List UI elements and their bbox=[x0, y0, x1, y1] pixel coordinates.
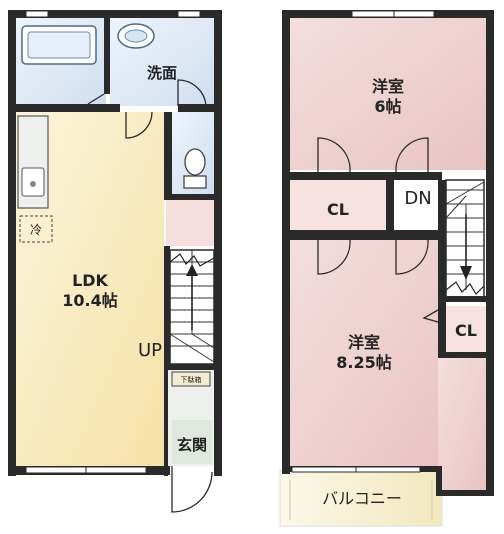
wall-closet2-left bbox=[438, 302, 446, 354]
western-room-2-floor-b bbox=[438, 358, 486, 492]
ldk-name-label: LDK bbox=[72, 271, 108, 290]
wall-closet1-right bbox=[386, 180, 394, 230]
stairs-up bbox=[169, 249, 215, 365]
closet-1-label: CL bbox=[327, 200, 349, 219]
western-room-2-name: 洋室 bbox=[348, 333, 380, 352]
wall-right bbox=[214, 10, 222, 476]
wall-2f-step bbox=[436, 466, 442, 492]
wall-entrance-top bbox=[164, 364, 216, 370]
wall-room1-bottom bbox=[290, 172, 442, 180]
entrance-tile bbox=[172, 420, 212, 464]
closet-2-floor bbox=[446, 306, 486, 352]
windows-1f bbox=[25, 10, 201, 474]
kitchen-counter bbox=[17, 115, 49, 209]
wall-left bbox=[8, 10, 16, 476]
closet-2-label: CL bbox=[455, 321, 477, 340]
wall-entrance-left bbox=[164, 370, 168, 476]
wall-wash-ldk bbox=[178, 104, 216, 112]
second-floor bbox=[279, 10, 494, 527]
wall-2f-bottom-r bbox=[436, 490, 494, 496]
wall-2f-left bbox=[282, 10, 290, 474]
shoe-box-label: 下駄箱 bbox=[181, 375, 202, 384]
windows-2f bbox=[291, 10, 435, 473]
wall-2f-right bbox=[486, 10, 494, 496]
fridge-label: 冷 bbox=[30, 223, 42, 237]
western-room-1-size: 6帖 bbox=[374, 97, 401, 116]
wall-stair-left bbox=[164, 246, 170, 370]
wall-bath-ldk bbox=[16, 104, 120, 112]
western-room-2-size: 8.25帖 bbox=[336, 353, 391, 372]
balcony-label: バルコニー bbox=[322, 489, 402, 508]
washroom-label: 洗面 bbox=[147, 64, 177, 82]
fridge-space bbox=[19, 215, 53, 243]
doors-2f bbox=[317, 137, 439, 323]
wall-stair2-left bbox=[438, 180, 446, 298]
toilet bbox=[183, 148, 207, 189]
closet-1-floor bbox=[290, 180, 386, 230]
balcony bbox=[279, 469, 443, 527]
entrance-label: 玄関 bbox=[177, 436, 207, 454]
wall-bath-divider bbox=[104, 18, 110, 94]
stairs-up-label: UP bbox=[138, 340, 162, 361]
western-room-1-floor bbox=[290, 18, 486, 170]
wall-toilet-bottom bbox=[164, 194, 216, 200]
wall-room2-top bbox=[290, 230, 444, 240]
shoe-box bbox=[171, 371, 211, 387]
wall-stair2-bottom bbox=[438, 296, 488, 302]
dn-landing-floor bbox=[394, 180, 440, 230]
wall-top bbox=[8, 10, 222, 18]
wall-ldk-right bbox=[164, 112, 172, 200]
western-room-2-floor bbox=[290, 240, 438, 466]
ldk-size-label: 10.4帖 bbox=[62, 291, 117, 310]
wall-closet2-bottom bbox=[438, 352, 488, 358]
western-room-1-name: 洋室 bbox=[372, 77, 404, 96]
doors-1f bbox=[87, 79, 213, 513]
stairs-down bbox=[445, 179, 485, 299]
first-floor bbox=[8, 10, 222, 513]
stairs-down-label: DN bbox=[404, 188, 431, 209]
hall-floor bbox=[166, 200, 214, 246]
